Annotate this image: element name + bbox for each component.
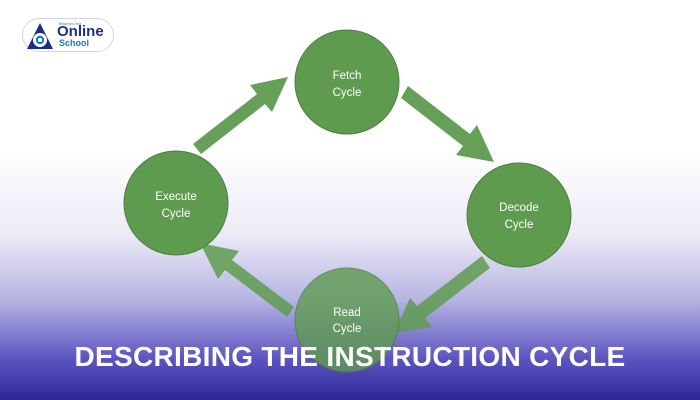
node-label-line1: Decode <box>499 202 539 214</box>
logo-name: Online <box>57 23 104 40</box>
node-fetch-cycle: Fetch Cycle <box>294 29 400 135</box>
arrow-decode-to-read <box>394 256 490 333</box>
node-label-line1: Read <box>333 307 361 319</box>
arrow-read-to-execute <box>200 243 294 317</box>
online-school-logo-mark-icon <box>27 23 53 49</box>
arrow-execute-to-fetch <box>193 77 288 154</box>
node-decode-cycle: Decode Cycle <box>466 162 572 268</box>
online-school-logo: Teacher-led Online School <box>22 18 114 52</box>
node-label-line2: Cycle <box>505 219 534 231</box>
logo-subname: School <box>59 38 90 48</box>
logo-tagline: Teacher-led <box>58 21 82 26</box>
node-label-line1: Fetch <box>333 70 362 82</box>
page-title: DESCRIBING THE INSTRUCTION CYCLE <box>74 341 626 372</box>
arrow-fetch-to-decode <box>401 86 494 162</box>
node-read-cycle: Read Cycle <box>294 267 400 373</box>
node-label-line2: Cycle <box>162 208 191 220</box>
node-label-line2: Cycle <box>333 87 362 99</box>
node-label-line2: Cycle <box>333 323 362 335</box>
node-label-line1: Execute <box>155 191 197 203</box>
node-execute-cycle: Execute Cycle <box>123 150 229 256</box>
